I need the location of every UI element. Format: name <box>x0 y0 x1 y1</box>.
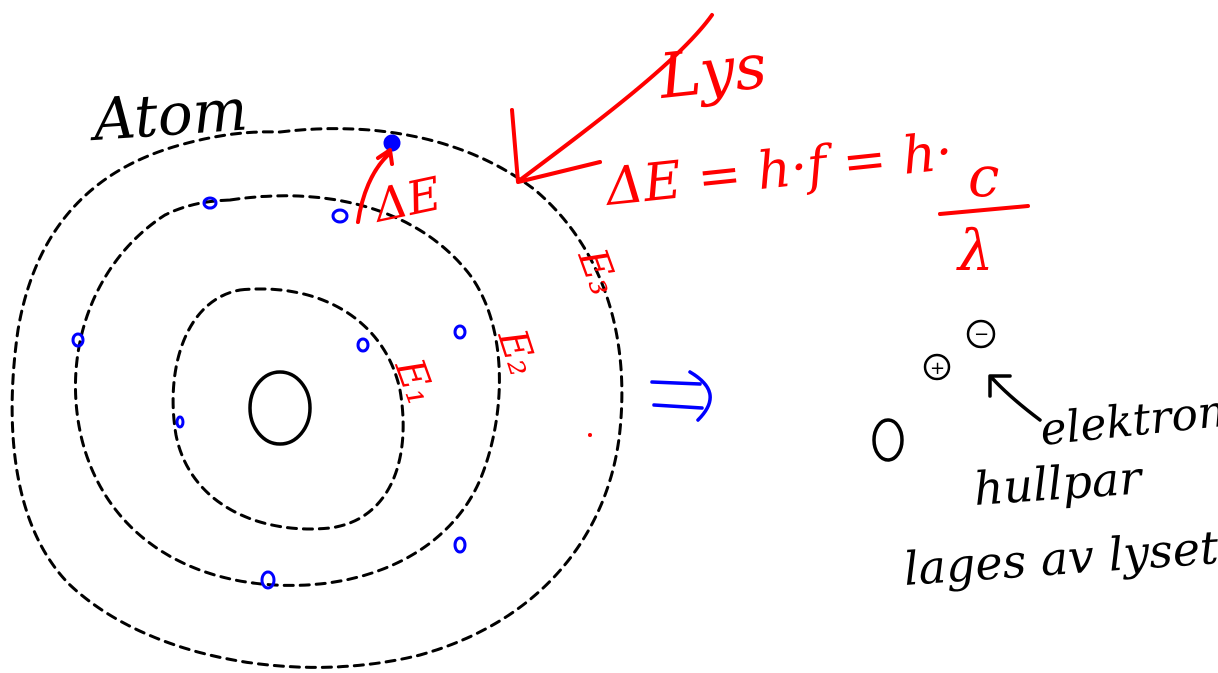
caption-line-1: elektron- <box>1038 384 1218 456</box>
light-arrow-head <box>510 108 602 184</box>
electron <box>260 570 276 590</box>
electron <box>331 208 349 224</box>
electron <box>356 337 370 353</box>
hole-plus-icon: + <box>930 358 945 379</box>
formula-numerator: c <box>968 145 999 210</box>
formula-denominator: λ <box>956 219 994 284</box>
e3-label: E₃ <box>568 242 627 301</box>
electron <box>202 196 218 210</box>
hole-charge <box>923 353 951 381</box>
fraction-bar <box>938 204 1030 216</box>
middle-orbit-e2 <box>74 194 501 587</box>
electron-charge <box>966 319 996 349</box>
pair-pointer-arrow <box>990 376 1042 422</box>
implies-arrow-icon <box>650 370 712 422</box>
light-label: Lys <box>655 29 770 113</box>
electron <box>453 536 467 554</box>
delta-e-label: ΔE <box>367 166 446 233</box>
energy-formula: ΔE = h·f = h· <box>601 122 955 218</box>
light-arrow-icon <box>518 13 714 182</box>
caption-line-2: hullpar <box>972 450 1146 516</box>
red-dot <box>588 433 592 437</box>
electron-minus-icon: − <box>974 324 989 345</box>
electron <box>71 332 85 348</box>
inner-orbit-e1 <box>171 287 405 531</box>
electron <box>383 134 401 152</box>
nucleus <box>248 370 312 446</box>
caption-line-3: lages av lyset <box>902 520 1218 596</box>
outer-orbit-e3 <box>10 127 624 669</box>
e2-label: E₂ <box>488 323 546 381</box>
transition-arrow-head <box>376 148 394 166</box>
e1-label: E₁ <box>385 352 444 411</box>
atom-label: Atom <box>86 75 249 154</box>
transition-arrow <box>356 153 390 224</box>
electron <box>175 415 185 429</box>
atom-small <box>872 418 904 462</box>
pair-pointer-arrow-head <box>988 374 1012 398</box>
electron <box>453 324 467 340</box>
